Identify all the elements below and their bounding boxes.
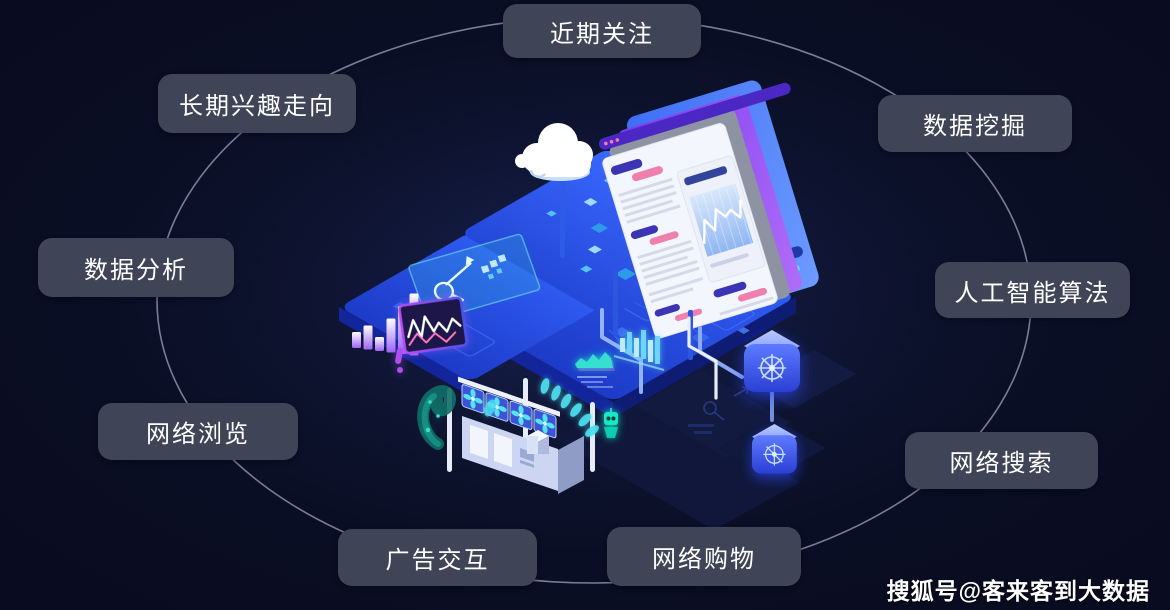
label-web-browsing: 网络浏览: [98, 403, 298, 460]
watermark-text: 搜狐号@客来客到大数据: [886, 578, 1150, 604]
tentacle-icon: [417, 385, 456, 450]
browser-windows-icon: [598, 80, 819, 339]
waveform-drip: [395, 348, 403, 373]
ridge-chart-icon: [575, 352, 615, 388]
cloud-icon: [515, 123, 593, 258]
label-ad-interaction: 广告交互: [338, 529, 537, 586]
label-ai-algorithm: 人工智能算法: [935, 262, 1130, 318]
line-chart-icon: [676, 155, 766, 283]
cube-node-icon: [744, 330, 800, 392]
label-online-shopping: 网络购物: [607, 527, 801, 586]
mini-bars-icon: [613, 330, 665, 371]
cube-node-icon-small: [752, 424, 797, 474]
label-long-term-interest: 长期兴趣走向: [158, 74, 356, 133]
robot-icon: [604, 408, 618, 438]
waveform-screen-icon: [398, 296, 468, 355]
label-recent-focus: 近期关注: [503, 4, 701, 58]
label-data-analysis: 数据分析: [38, 238, 234, 297]
label-web-search: 网络搜索: [905, 432, 1098, 489]
server-rig-icon: [447, 376, 599, 494]
label-data-mining: 数据挖掘: [878, 95, 1072, 152]
